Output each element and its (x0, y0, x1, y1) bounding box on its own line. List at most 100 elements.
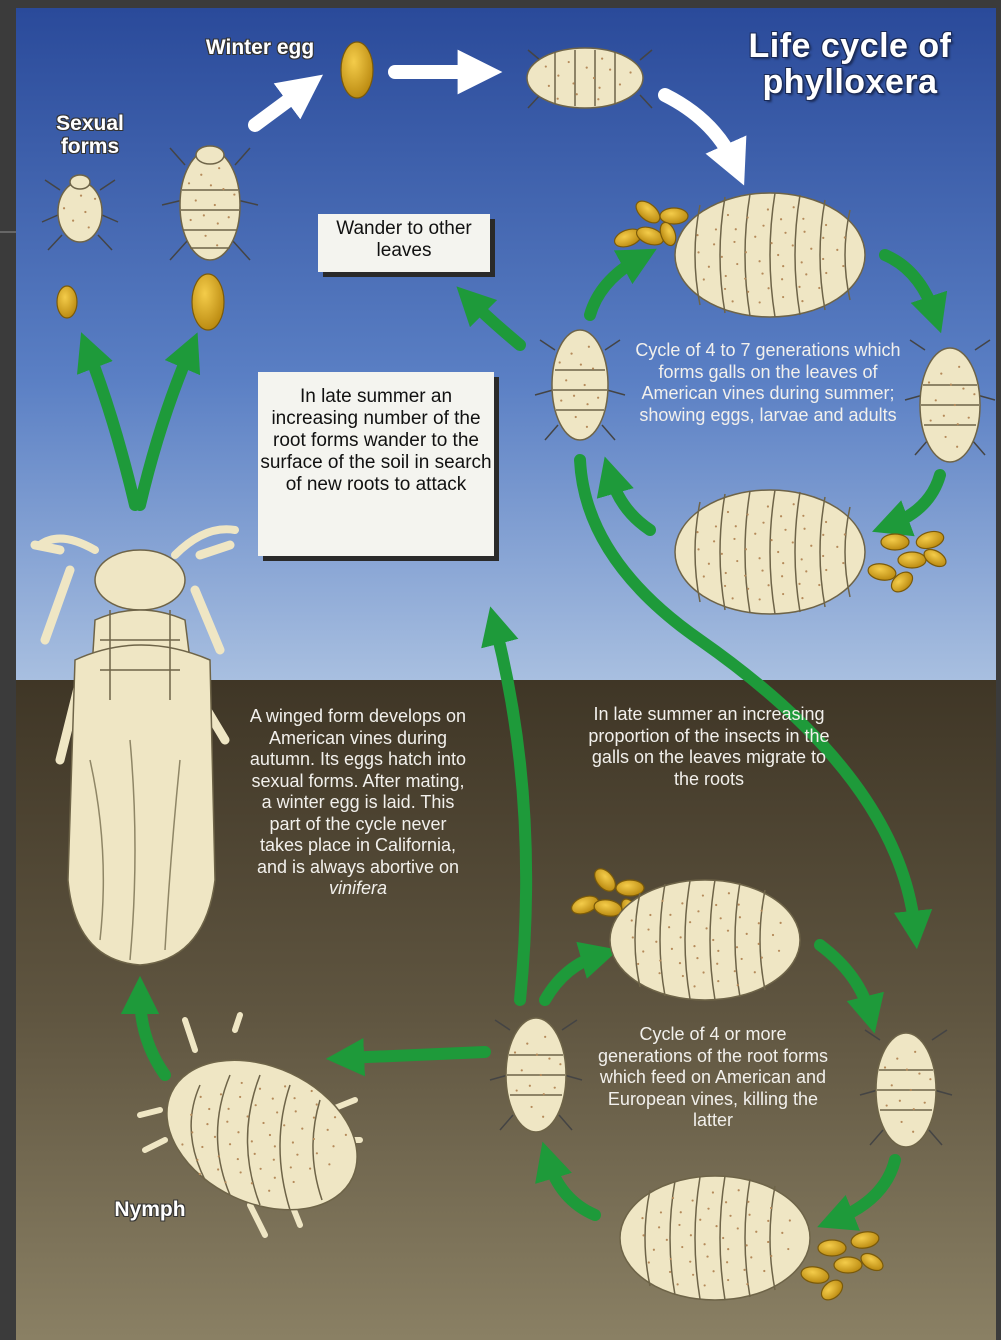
body-dot (761, 957, 763, 959)
body-dot (810, 545, 812, 547)
body-dot (195, 199, 197, 201)
gall-adult-icon (675, 490, 865, 614)
body-dot (530, 1106, 532, 1108)
body-dot (588, 346, 590, 348)
body-dot (629, 71, 631, 73)
body-dot (798, 583, 800, 585)
body-dot (918, 1072, 920, 1074)
body-dot (548, 85, 550, 87)
body-dot (671, 948, 673, 950)
body-dot (649, 914, 651, 916)
body-dot (276, 1111, 278, 1113)
body-dot (597, 397, 599, 399)
late-summer-roots-box: In late summer an increasing number of t… (258, 372, 494, 556)
body-dot (658, 972, 660, 974)
body-dot (802, 515, 804, 517)
body-dot (900, 1121, 902, 1123)
winter-egg-icon (341, 42, 373, 98)
body-dot (274, 1145, 276, 1147)
body-dot (573, 395, 575, 397)
body-dot (642, 950, 644, 952)
body-dot (767, 1220, 769, 1222)
body-dot (761, 569, 763, 571)
body-dot (201, 1146, 203, 1148)
body-dot (735, 228, 737, 230)
body-dot (754, 971, 756, 973)
body-dot (715, 525, 717, 527)
body-dot (747, 513, 749, 515)
body-dot (759, 598, 761, 600)
body-dot (255, 1104, 257, 1106)
body-dot (274, 1177, 276, 1179)
body-dot (254, 1153, 256, 1155)
body-dot (713, 540, 715, 542)
body-dot (702, 971, 704, 973)
migrate-note: In late summer an increasing proportion … (580, 704, 838, 790)
body-dot (739, 916, 741, 918)
body-dot (593, 77, 595, 79)
body-dot (548, 1057, 550, 1059)
body-dot (334, 1116, 336, 1118)
body-dot (647, 928, 649, 930)
body-dot (239, 1096, 241, 1098)
body-dot (929, 1078, 931, 1080)
body-dot (958, 366, 960, 368)
body-dot (692, 1199, 694, 1201)
body-dot (782, 593, 784, 595)
body-dot (770, 1207, 772, 1209)
body-dot (793, 503, 795, 505)
body-dot (825, 272, 827, 274)
body-dot (586, 426, 588, 428)
body-dot (240, 1171, 242, 1173)
nymph-label: Nymph (95, 1198, 205, 1221)
body-dot (262, 1122, 264, 1124)
body-dot (190, 219, 192, 221)
body-dot (720, 917, 722, 919)
body-dot (283, 1124, 285, 1126)
body-dot (208, 1108, 210, 1110)
body-dot (203, 214, 205, 216)
body-dot (741, 958, 743, 960)
body-dot (679, 962, 681, 964)
body-dot (689, 921, 691, 923)
body-dot (943, 415, 945, 417)
body-dot (767, 505, 769, 507)
body-dot (930, 419, 932, 421)
body-dot (559, 361, 561, 363)
body-dot (780, 218, 782, 220)
body-dot (88, 226, 90, 228)
body-dot (706, 1255, 708, 1257)
body-dot (560, 399, 562, 401)
body-dot (787, 1248, 789, 1250)
body-dot (642, 1234, 644, 1236)
body-dot (217, 1168, 219, 1170)
body-dot (968, 417, 970, 419)
body-dot (770, 539, 772, 541)
body-dot (935, 399, 937, 401)
body-dot (216, 244, 218, 246)
body-dot (227, 1108, 229, 1110)
body-dot (842, 265, 844, 267)
body-dot (924, 1102, 926, 1104)
body-dot (693, 945, 695, 947)
body-dot (721, 553, 723, 555)
body-dot (754, 533, 756, 535)
leaf-cycle-note: Cycle of 4 to 7 generations which forms … (632, 340, 904, 426)
body-dot (697, 251, 699, 253)
body-dot (738, 903, 740, 905)
root-adult-icon (610, 880, 800, 1000)
body-dot (780, 922, 782, 924)
body-dot (802, 218, 804, 220)
body-dot (584, 384, 586, 386)
body-dot (217, 222, 219, 224)
body-dot (658, 1226, 660, 1228)
body-dot (572, 82, 574, 84)
body-dot (727, 214, 729, 216)
body-dot (844, 533, 846, 535)
body-dot (777, 254, 779, 256)
body-dot (704, 1284, 706, 1286)
body-dot (226, 1121, 228, 1123)
body-dot (810, 248, 812, 250)
body-dot (781, 1232, 783, 1234)
body-dot (884, 1066, 886, 1068)
